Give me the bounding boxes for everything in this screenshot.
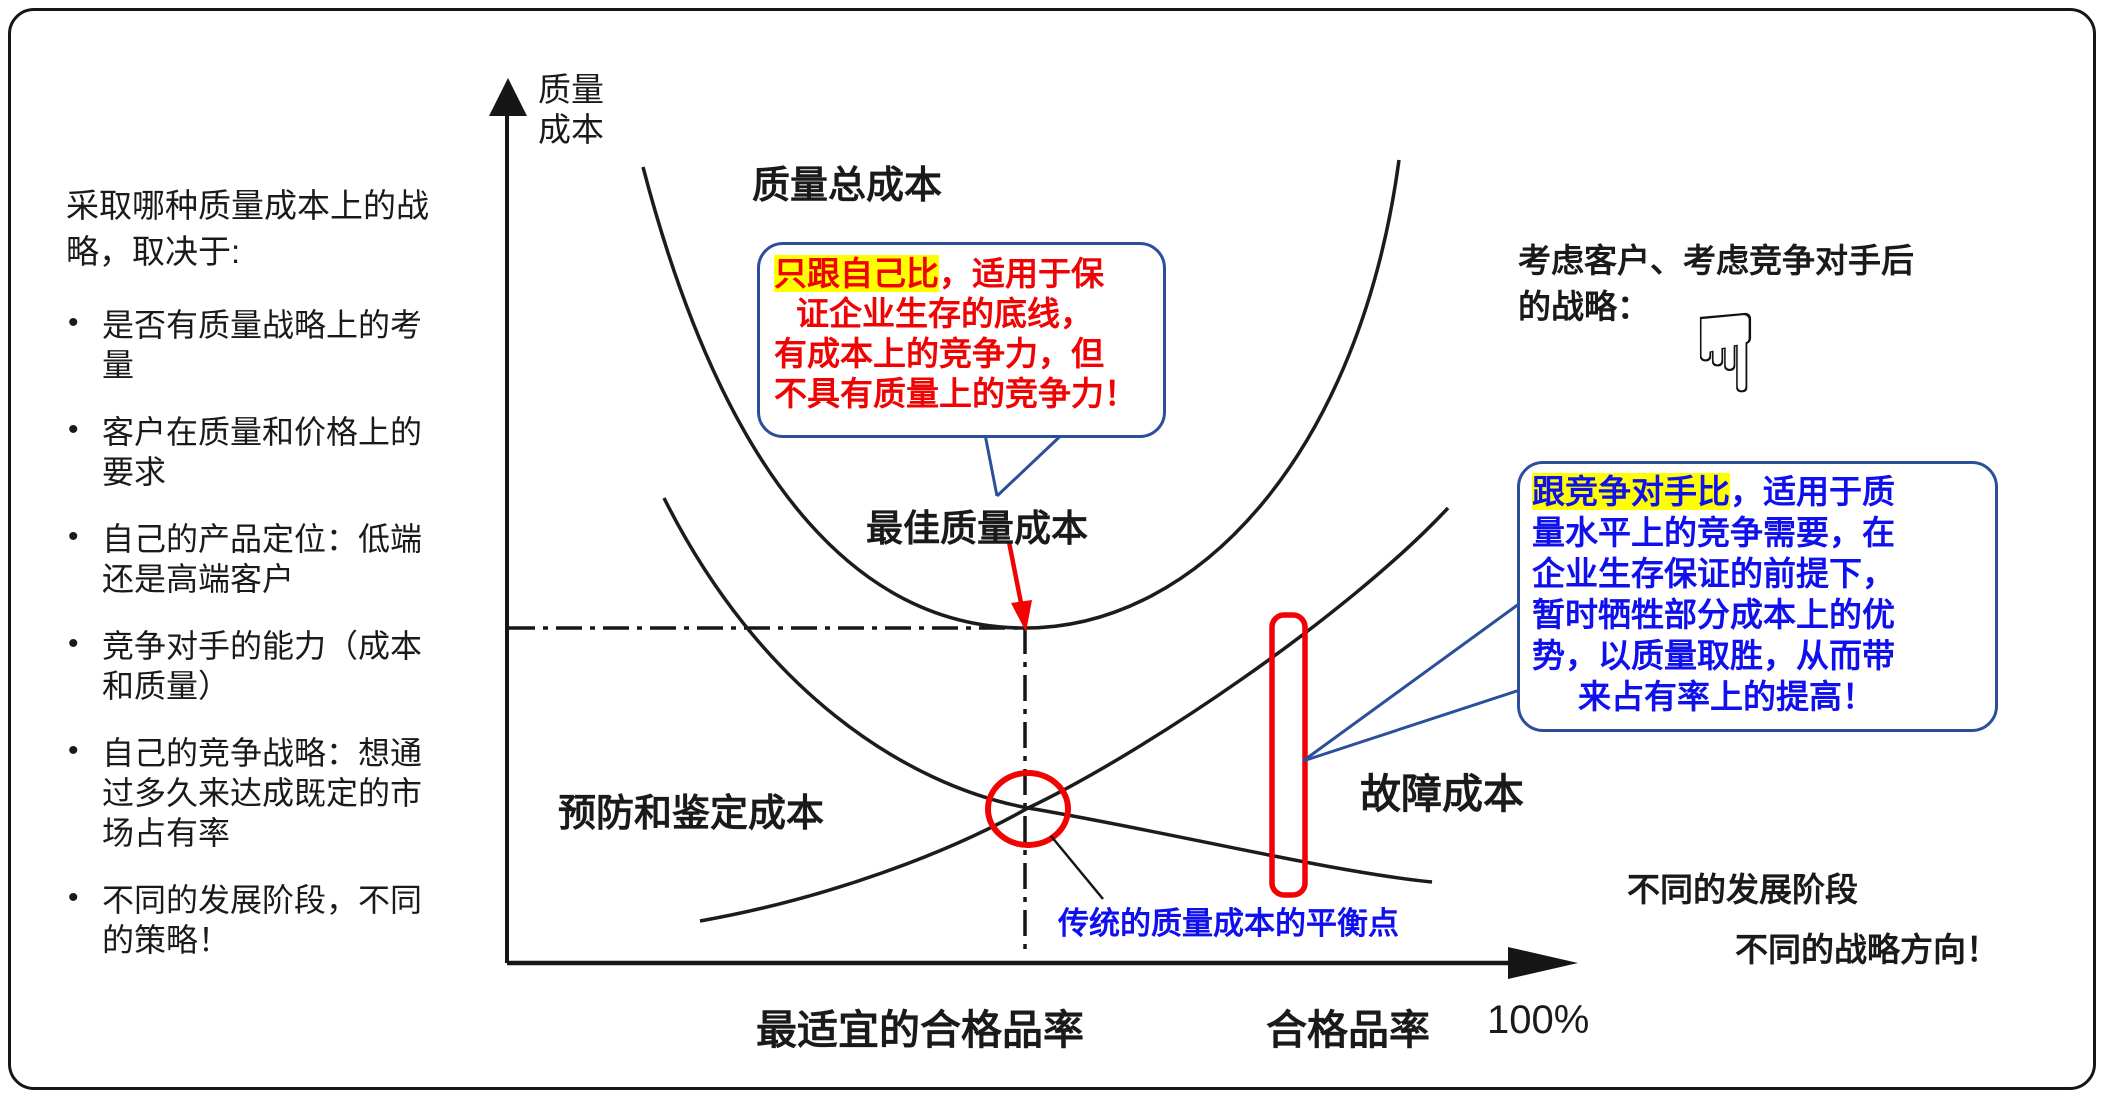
self-comparison-callout: 只跟自己比，适用于保 证企业生存的底线， 有成本上的竞争力，但 不具有质量上的竞… — [757, 242, 1166, 438]
bullet-icon: • — [68, 306, 79, 339]
footer-line: 不同的战略方向！ — [1735, 931, 1999, 968]
competitor-comparison-callout: 跟竞争对手比，适用于质 量水平上的竞争需要，在 企业生存保证的前提下， 暂时牺牲… — [1517, 461, 1998, 732]
footer-line: 不同的发展阶段 — [1627, 871, 1858, 908]
callout-line: 企业生存保证的前提下， — [1532, 555, 1895, 592]
title-line: 采取哪种质量成本上的战 — [66, 187, 429, 224]
blue-bubble-tail — [1302, 599, 1524, 763]
list-item: • 自己的产品定位：低端 还是高端客户 — [66, 519, 486, 599]
highlighted-text: 跟竞争对手比 — [1532, 473, 1730, 510]
best-cost-arrow — [1006, 541, 1025, 609]
callout-line: 证企业生存的底线， — [796, 295, 1093, 332]
total-cost-label: 质量总成本 — [752, 165, 943, 207]
title-line: 略，取决于: — [66, 233, 241, 270]
bullet-icon: • — [68, 627, 79, 660]
strategy-considerations-panel: 采取哪种质量成本上的战 略，取决于: • 是否有质量战略上的考 量 • 客户在质… — [66, 183, 486, 987]
bullet-icon: • — [68, 413, 79, 446]
list-item: • 是否有质量战略上的考 量 — [66, 305, 486, 385]
list-item: • 自己的竞争战略：想通 过多久来达成既定的市 场占有率 — [66, 733, 486, 853]
pointing-down-hand-icon: ☟ — [1692, 293, 1759, 416]
best-quality-cost-label: 最佳质量成本 — [866, 508, 1088, 549]
x-axis-label: 合格品率 — [1266, 1007, 1430, 1053]
x-axis-arrowhead-icon — [1508, 947, 1578, 979]
balance-point-circle — [985, 770, 1071, 848]
list-item: • 客户在质量和价格上的 要求 — [66, 412, 486, 492]
considerations-list: • 是否有质量战略上的考 量 • 客户在质量和价格上的 要求 • 自己的产品定位… — [66, 305, 486, 960]
callout-line: 只跟自己比，适用于保 — [774, 255, 1104, 292]
y-axis-label: 质量 成本 — [538, 71, 604, 148]
callout-line: 跟竞争对手比，适用于质 — [1532, 473, 1895, 510]
callout-line: 暂时牺牲部分成本上的优 — [1532, 596, 1895, 633]
prevention-cost-label: 预防和鉴定成本 — [558, 793, 825, 835]
strategy-zone-rectangle — [1269, 612, 1308, 898]
page-title: 采取哪种质量成本上的战 略，取决于: — [66, 183, 486, 275]
balance-label-pointer-line — [1050, 835, 1104, 900]
y-axis-arrowhead-icon — [489, 78, 527, 116]
callout-line: 有成本上的竞争力，但 — [774, 335, 1104, 372]
optimal-rate-label: 最适宜的合格品率 — [756, 1007, 1084, 1053]
list-item: • 不同的发展阶段，不同 的策略！ — [66, 880, 486, 960]
callout-line: 来占有率上的提高！ — [1578, 678, 1875, 715]
callout-line: 量水平上的竞争需要，在 — [1532, 514, 1895, 551]
bullet-icon: • — [68, 734, 79, 767]
competitor-strategy-heading: 考虑客户、考虑竞争对手后 的战略： — [1518, 242, 1914, 325]
bullet-icon: • — [68, 881, 79, 914]
bullet-icon: • — [68, 520, 79, 553]
failure-cost-label: 故障成本 — [1360, 771, 1524, 817]
highlighted-text: 只跟自己比 — [774, 255, 939, 292]
prevention-appraisal-cost-curve — [699, 506, 1450, 923]
callout-line: 不具有质量上的竞争力！ — [774, 375, 1137, 412]
balance-point-label: 传统的质量成本的平衡点 — [1058, 906, 1399, 941]
x-axis-max-label: 100% — [1487, 998, 1590, 1042]
best-cost-arrowhead-icon — [1011, 600, 1032, 632]
list-item: • 竞争对手的能力（成本 和质量） — [66, 626, 486, 706]
blue-bubble-tail — [1302, 686, 1527, 763]
slide-border — [8, 8, 2096, 1090]
development-stage-note: 不同的发展阶段 不同的战略方向！ — [1627, 870, 1999, 970]
callout-line: 势，以质量取胜，从而带 — [1532, 637, 1895, 674]
